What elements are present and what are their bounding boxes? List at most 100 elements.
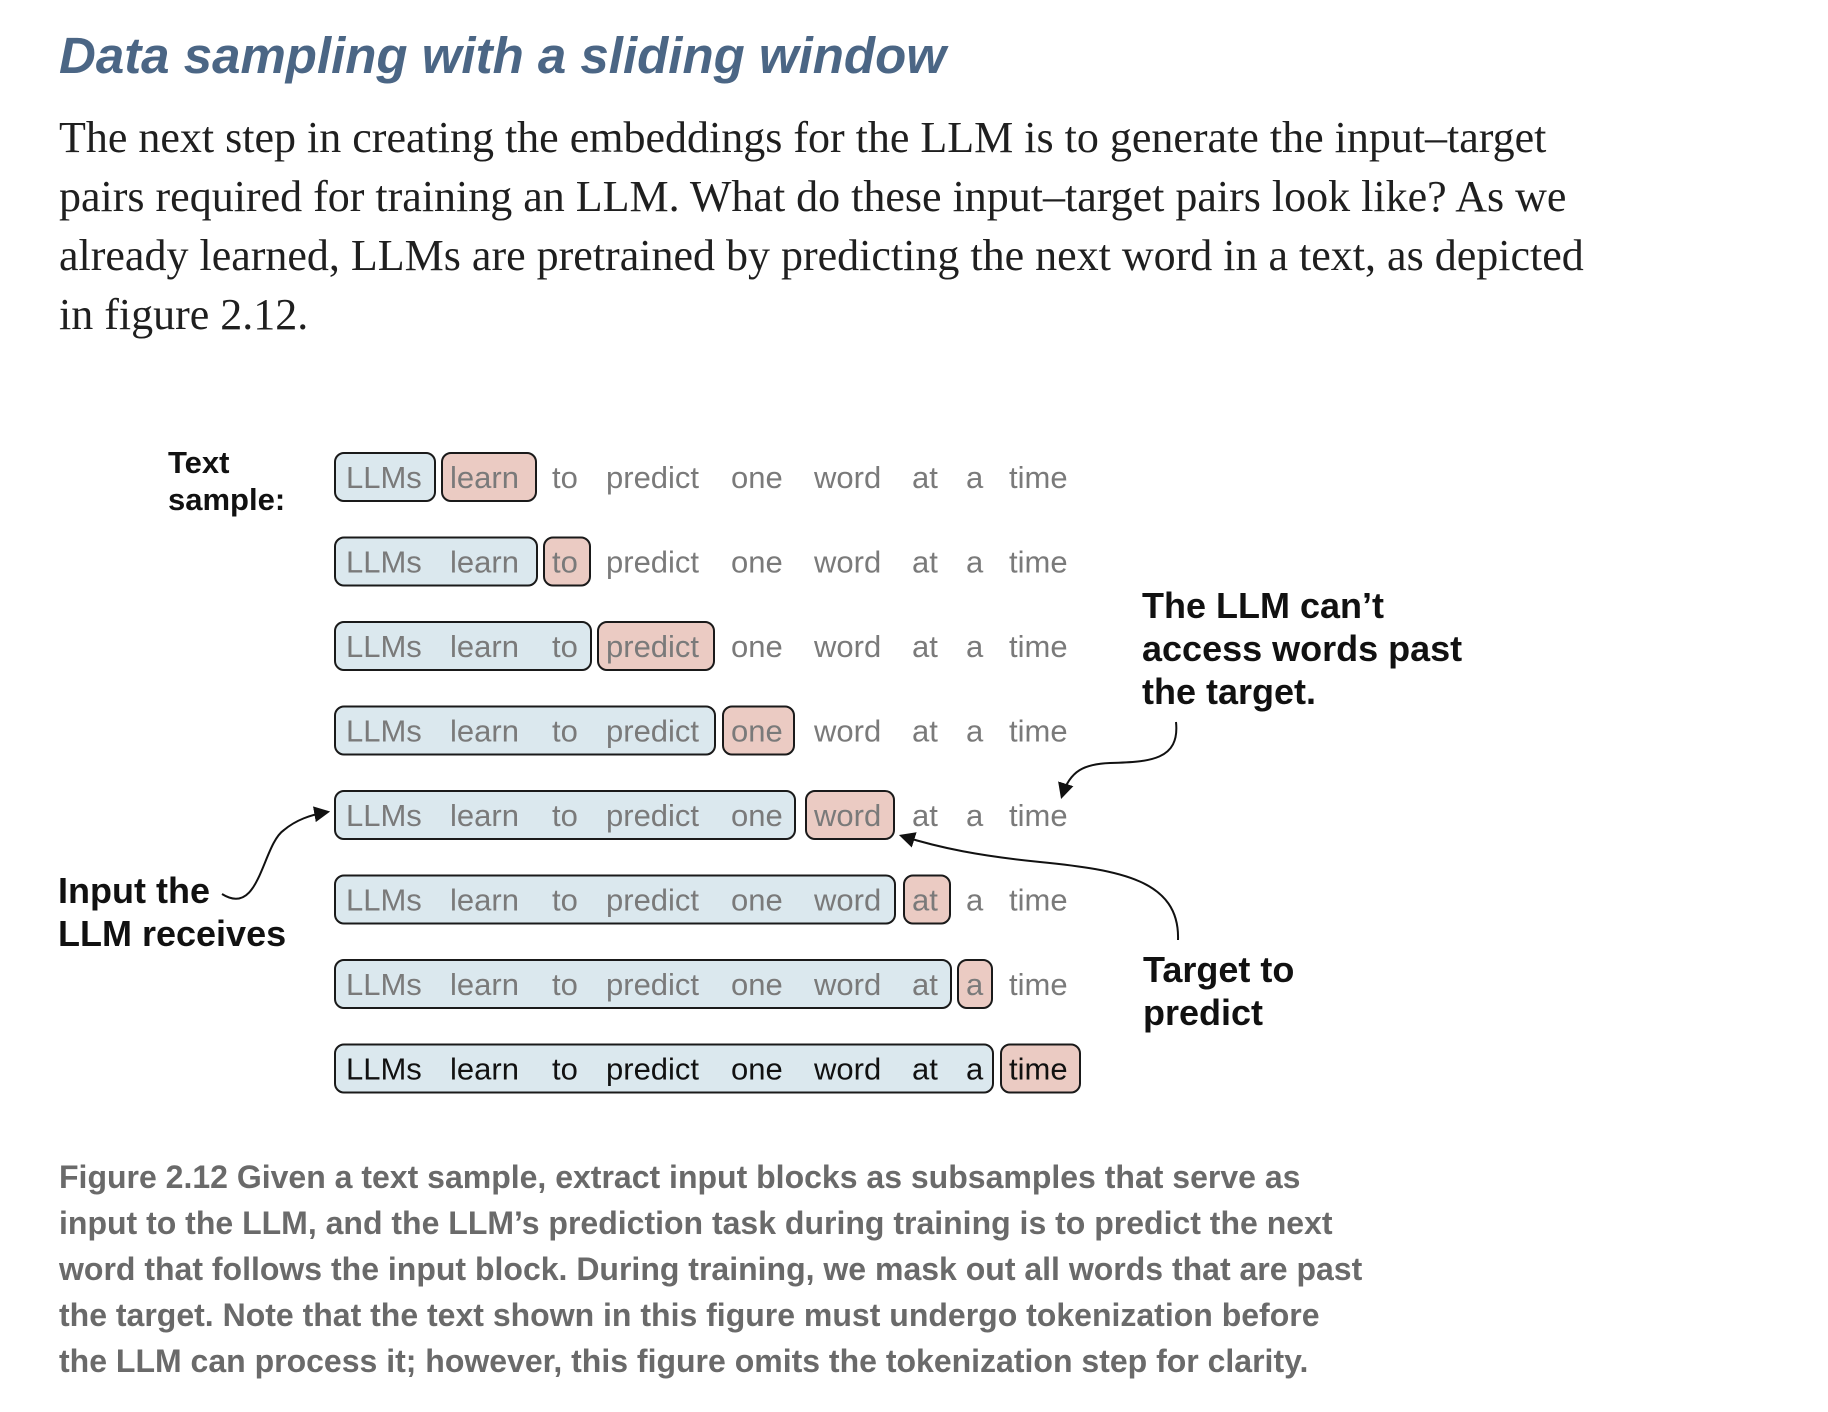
masked-word: at xyxy=(912,629,938,664)
caption-text: Given a text sample, extract input block… xyxy=(236,1159,1301,1195)
masked-word: time xyxy=(1009,460,1068,495)
masked-word: a xyxy=(966,883,984,918)
input-annotation: Input the xyxy=(58,870,210,911)
paragraph-line: in figure 2.12. xyxy=(59,290,309,339)
masked-word: time xyxy=(1009,629,1068,664)
input-word: LLMs xyxy=(346,967,422,1002)
masked-word: predict xyxy=(606,545,699,580)
input-word: predict xyxy=(606,714,699,749)
masked-word: word xyxy=(813,545,881,580)
input-word: LLMs xyxy=(346,883,422,918)
input-word: LLMs xyxy=(346,460,422,495)
masked-word: at xyxy=(912,714,938,749)
target-word: to xyxy=(552,545,578,580)
input-arrow xyxy=(221,806,331,900)
target-word: a xyxy=(966,967,984,1002)
input-word: at xyxy=(912,967,938,1002)
masked-word: at xyxy=(912,460,938,495)
input-annotation: LLM receives xyxy=(58,913,286,954)
masked-word: predict xyxy=(606,460,699,495)
target-arrow xyxy=(898,832,1180,941)
input-word: one xyxy=(731,798,783,833)
target-word: at xyxy=(912,883,938,918)
target-word: predict xyxy=(606,629,699,664)
input-word: to xyxy=(552,883,578,918)
masked-word: one xyxy=(731,545,783,580)
target-block xyxy=(957,959,993,1009)
figure-caption: Figure 2.12 Given a text sample, extract… xyxy=(59,1154,1539,1384)
target-word: word xyxy=(813,798,881,833)
masked-word: word xyxy=(813,629,881,664)
input-block xyxy=(334,705,716,756)
caption-line: Figure 2.12 Given a text sample, extract… xyxy=(59,1154,1539,1200)
target-block xyxy=(543,536,591,587)
input-word: one xyxy=(731,883,783,918)
masked-word: time xyxy=(1009,967,1068,1002)
input-word: to xyxy=(552,629,578,664)
input-block xyxy=(334,790,796,840)
target-block xyxy=(903,874,951,925)
target-word: learn xyxy=(450,460,519,495)
caption-line: the LLM can process it; however, this fi… xyxy=(59,1343,1309,1379)
input-word: word xyxy=(813,1052,881,1087)
masked-word: time xyxy=(1009,714,1068,749)
input-word: one xyxy=(731,1052,783,1087)
input-block xyxy=(334,1043,994,1094)
masked-word: a xyxy=(966,545,984,580)
paragraph-line: pairs required for training an LLM. What… xyxy=(59,172,1567,221)
masked-word: word xyxy=(813,714,881,749)
input-block xyxy=(334,621,592,671)
cant-access-annotation: The LLM can’t xyxy=(1142,585,1384,626)
masked-word: one xyxy=(731,629,783,664)
target-annotation: predict xyxy=(1143,992,1263,1033)
masked-word: time xyxy=(1009,883,1068,918)
masked-word: at xyxy=(912,545,938,580)
masked-word: time xyxy=(1009,545,1068,580)
input-word: LLMs xyxy=(346,714,422,749)
input-block xyxy=(334,959,952,1009)
masked-word: word xyxy=(813,460,881,495)
text-sample-label: sample: xyxy=(168,482,285,517)
input-block xyxy=(334,874,896,925)
cant-access-annotation: access words past xyxy=(1142,628,1462,669)
masked-word: time xyxy=(1009,798,1068,833)
input-word: to xyxy=(552,967,578,1002)
target-block xyxy=(722,705,795,756)
input-word: learn xyxy=(450,798,519,833)
input-block xyxy=(334,536,538,587)
masked-word: at xyxy=(912,798,938,833)
masked-word: a xyxy=(966,460,984,495)
input-word: word xyxy=(813,883,881,918)
input-word: LLMs xyxy=(346,798,422,833)
input-word: predict xyxy=(606,798,699,833)
masked-word: one xyxy=(731,460,783,495)
text-sample-label: Text xyxy=(168,445,229,480)
target-block xyxy=(805,790,895,840)
input-word: predict xyxy=(606,1052,699,1087)
input-word: learn xyxy=(450,714,519,749)
input-word: LLMs xyxy=(346,545,422,580)
masked-word: to xyxy=(552,460,578,495)
input-word: word xyxy=(813,967,881,1002)
input-word: predict xyxy=(606,883,699,918)
target-word: one xyxy=(731,714,783,749)
target-block xyxy=(1000,1043,1081,1094)
target-annotation: Target to xyxy=(1143,949,1294,990)
input-word: learn xyxy=(450,1052,519,1087)
section-heading: Data sampling with a sliding window xyxy=(59,27,946,84)
input-word: to xyxy=(552,1052,578,1087)
input-word: LLMs xyxy=(346,629,422,664)
input-word: one xyxy=(731,967,783,1002)
target-word: time xyxy=(1009,1052,1068,1087)
input-word: a xyxy=(966,1052,984,1087)
input-block xyxy=(334,452,436,502)
paragraph-line: already learned, LLMs are pretrained by … xyxy=(59,231,1584,280)
